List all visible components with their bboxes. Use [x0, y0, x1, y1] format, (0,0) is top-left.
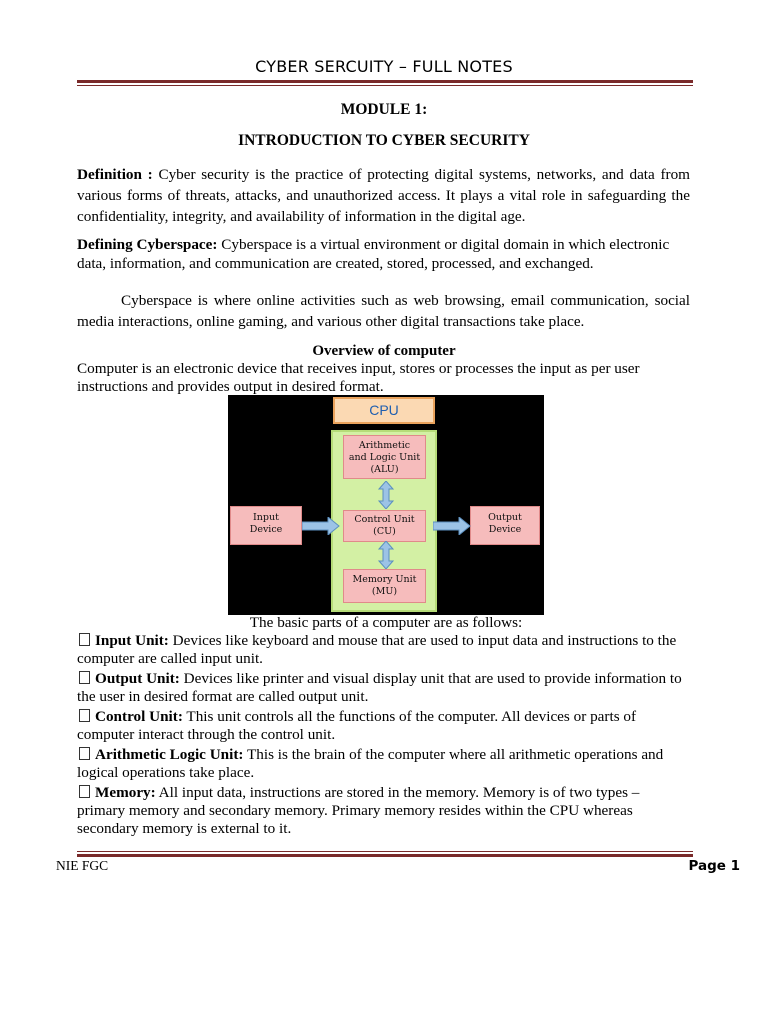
- output-line-1: Output: [488, 512, 522, 523]
- definition-label: Definition :: [77, 166, 153, 183]
- input-line-1: Input: [253, 512, 279, 523]
- diagram-caption: The basic parts of a computer are as fol…: [249, 614, 523, 631]
- definition-text: Cyber security is the practice of protec…: [77, 166, 690, 225]
- page-number: Page 1: [688, 858, 740, 874]
- output-device-box: Output Device: [470, 506, 540, 545]
- list-item: Output Unit: Devices like printer and vi…: [77, 670, 690, 706]
- section-heading: INTRODUCTION TO CYBER SECURITY: [238, 132, 530, 149]
- list-item-label: Input Unit:: [95, 632, 169, 649]
- computer-block-diagram: CPU Arithmetic and Logic Unit (ALU) Cont…: [228, 395, 544, 615]
- bullet-box-icon: [79, 747, 90, 760]
- alu-box: Arithmetic and Logic Unit (ALU): [343, 435, 426, 479]
- alu-line-3: (ALU): [370, 464, 399, 475]
- mu-line-1: Memory Unit: [352, 574, 417, 585]
- cu-mu-double-arrow-icon: [378, 541, 394, 569]
- output-arrow-icon: [433, 517, 471, 535]
- bullet-box-icon: [79, 785, 90, 798]
- list-item-label: Memory:: [95, 784, 156, 801]
- cyberspace-text: Cyberspace is a virtual environment or d…: [77, 236, 670, 272]
- list-item-text: Devices like keyboard and mouse that are…: [77, 632, 677, 667]
- overview-heading: Overview of computer: [312, 343, 456, 359]
- list-item: Control Unit: This unit controls all the…: [77, 708, 690, 744]
- computer-parts-list: Input Unit: Devices like keyboard and mo…: [77, 632, 690, 840]
- output-line-2: Device: [488, 524, 522, 535]
- input-arrow-icon: [302, 517, 340, 535]
- overview-paragraph: Computer is an electronic device that re…: [77, 360, 640, 395]
- alu-line-2: and Logic Unit: [348, 452, 421, 463]
- input-line-2: Device: [249, 524, 283, 535]
- bullet-box-icon: [79, 671, 90, 684]
- list-item-text: This unit controls all the functions of …: [77, 708, 637, 743]
- footer-divider: [77, 851, 693, 857]
- module-heading: MODULE 1:: [340, 101, 428, 118]
- cu-line-2: (CU): [373, 526, 396, 537]
- list-item-label: Output Unit:: [95, 670, 180, 687]
- list-item-label: Control Unit:: [95, 708, 183, 725]
- list-item-text: Devices like printer and visual display …: [77, 670, 682, 705]
- input-device-box: Input Device: [230, 506, 302, 545]
- cpu-label-box: CPU: [333, 397, 435, 424]
- definition-paragraph: Definition : Cyber security is the pract…: [77, 164, 690, 227]
- cu-line-1: Control Unit: [354, 514, 415, 525]
- alu-cu-double-arrow-icon: [378, 481, 394, 509]
- alu-line-1: Arithmetic: [358, 440, 411, 451]
- list-item-text: This is the brain of the computer where …: [77, 746, 664, 781]
- header-divider: [77, 80, 693, 86]
- list-item: Arithmetic Logic Unit: This is the brain…: [77, 746, 690, 782]
- cyberspace-paragraph: Defining Cyberspace: Cyberspace is a vir…: [77, 236, 690, 273]
- bullet-box-icon: [79, 633, 90, 646]
- document-header-title: CYBER SERCUITY – FULL NOTES: [255, 57, 513, 76]
- list-item-text: All input data, instructions are stored …: [77, 784, 640, 837]
- mu-line-2: (MU): [371, 586, 398, 597]
- list-item: Memory: All input data, instructions are…: [77, 784, 690, 838]
- bullet-box-icon: [79, 709, 90, 722]
- list-item: Input Unit: Devices like keyboard and mo…: [77, 632, 690, 668]
- cyberspace-paragraph-2: Cyberspace is where online activities su…: [77, 292, 690, 330]
- control-unit-box: Control Unit (CU): [343, 510, 426, 542]
- footer-institution: NIE FGC: [56, 858, 109, 873]
- list-item-label: Arithmetic Logic Unit:: [95, 746, 244, 763]
- cyberspace-label: Defining Cyberspace:: [77, 236, 218, 253]
- memory-unit-box: Memory Unit (MU): [343, 569, 426, 603]
